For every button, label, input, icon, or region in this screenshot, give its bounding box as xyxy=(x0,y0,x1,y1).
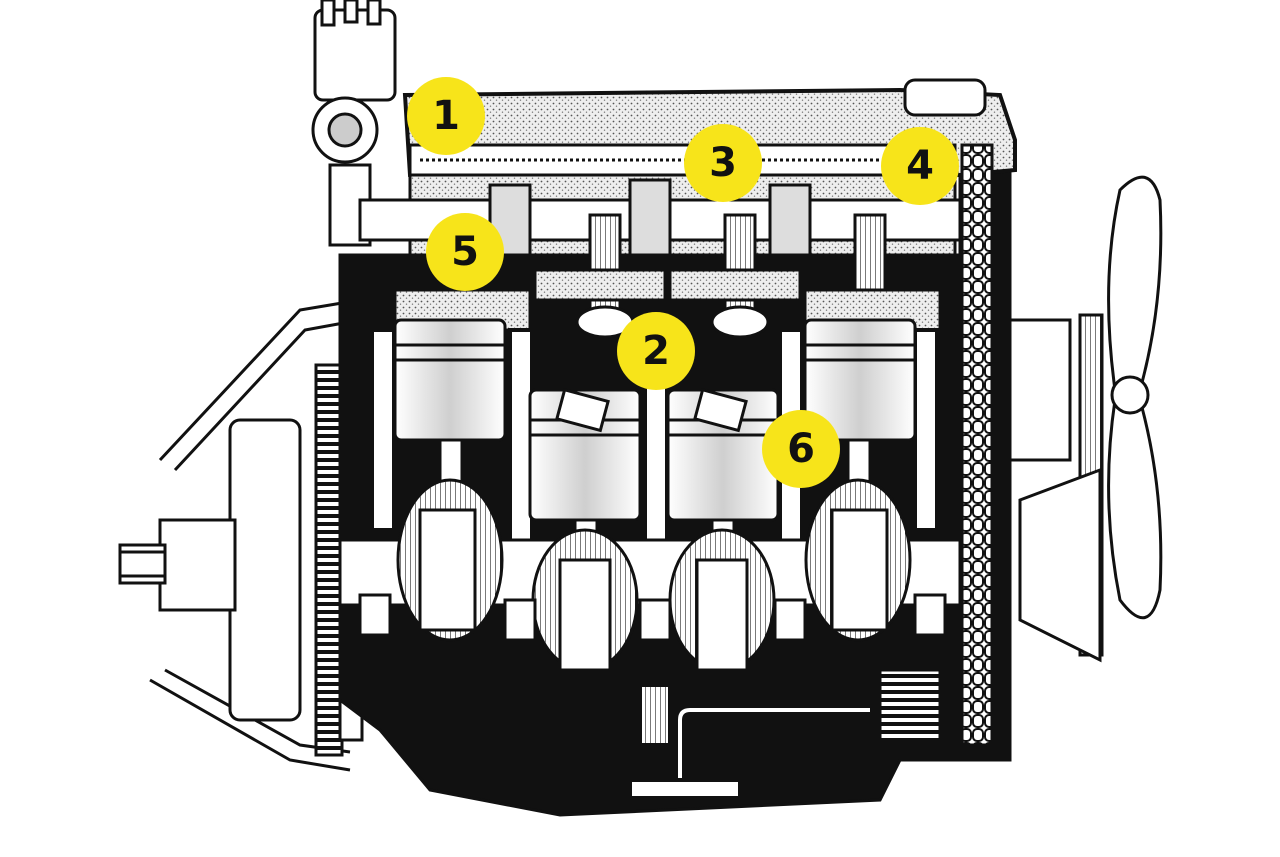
callout-marker-6[interactable]: 6 xyxy=(762,410,840,488)
callout-number: 6 xyxy=(787,426,815,472)
callout-number: 4 xyxy=(906,143,934,189)
piston-1 xyxy=(393,318,507,442)
oil-pump-gears xyxy=(878,668,942,742)
timing-chain xyxy=(960,143,994,747)
valve-3 xyxy=(710,213,770,339)
oil-pickup xyxy=(628,683,870,800)
piston-3 xyxy=(666,387,780,522)
main-bearings xyxy=(358,593,947,642)
callout-marker-1[interactable]: 1 xyxy=(407,77,485,155)
callout-marker-5[interactable]: 5 xyxy=(426,213,504,291)
callout-number: 2 xyxy=(642,328,670,374)
bell-housing xyxy=(118,298,361,772)
pistons xyxy=(393,318,917,522)
callout-number: 3 xyxy=(709,140,737,186)
fan-blade xyxy=(1107,175,1163,620)
callout-marker-2[interactable]: 2 xyxy=(617,312,695,390)
callout-marker-4[interactable]: 4 xyxy=(881,127,959,205)
front-pulley xyxy=(1008,313,1104,663)
callout-marker-3[interactable]: 3 xyxy=(684,124,762,202)
callout-number: 1 xyxy=(432,93,460,139)
rocker-shaft xyxy=(408,143,957,177)
piston-2 xyxy=(528,387,642,522)
callout-number: 5 xyxy=(451,229,479,275)
